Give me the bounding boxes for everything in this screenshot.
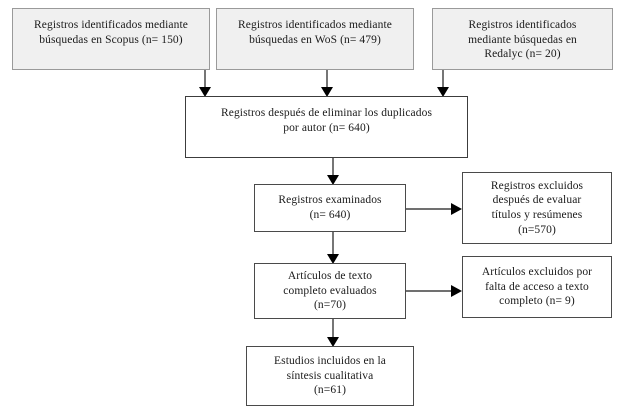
node-fulltext-assessed-label: Artículos de texto completo evaluados (n… <box>283 269 377 312</box>
node-scopus: Registros identificados mediante búsqued… <box>12 8 210 70</box>
connector-screened-to-excluded-screening <box>406 203 462 215</box>
node-records-screened: Registros examinados (n= 640) <box>254 184 406 232</box>
connector-scopus-to-dedup <box>199 70 211 97</box>
node-studies-included: Estudios incluidos en la síntesis cualit… <box>246 346 414 406</box>
node-fulltext-assessed: Artículos de texto completo evaluados (n… <box>254 263 406 319</box>
connector-wos-to-dedup <box>321 70 333 97</box>
connector-screened-to-fulltext <box>327 232 339 264</box>
node-redalyc: Registros identificados mediante búsqued… <box>432 8 613 70</box>
node-fulltext-excluded-label: Artículos excluidos por falta de acceso … <box>481 265 593 308</box>
node-redalyc-label: Registros identificados mediante búsqued… <box>468 19 577 61</box>
node-records-excluded-screening: Registros excluidos después de evaluar t… <box>462 172 612 244</box>
connector-fulltext-to-included <box>327 319 339 347</box>
connector-dedup-to-screened <box>327 158 339 185</box>
node-records-screened-label: Registros examinados (n= 640) <box>278 194 382 221</box>
node-wos-label: Registros identificados mediante búsqued… <box>238 19 392 46</box>
node-records-excluded-screening-label: Registros excluidos después de evaluar t… <box>490 179 584 236</box>
node-duplicates-removed: Registros después de eliminar los duplic… <box>185 96 468 158</box>
node-studies-included-label: Estudios incluidos en la síntesis cualit… <box>274 354 386 397</box>
connector-redalyc-to-dedup <box>437 70 449 97</box>
connector-fulltext-to-excluded-fulltext <box>406 285 462 297</box>
node-scopus-label: Registros identificados mediante búsqued… <box>34 19 188 46</box>
node-duplicates-removed-label: Registros después de eliminar los duplic… <box>220 107 433 134</box>
node-wos: Registros identificados mediante búsqued… <box>216 8 414 70</box>
node-fulltext-excluded: Artículos excluidos por falta de acceso … <box>462 256 612 318</box>
